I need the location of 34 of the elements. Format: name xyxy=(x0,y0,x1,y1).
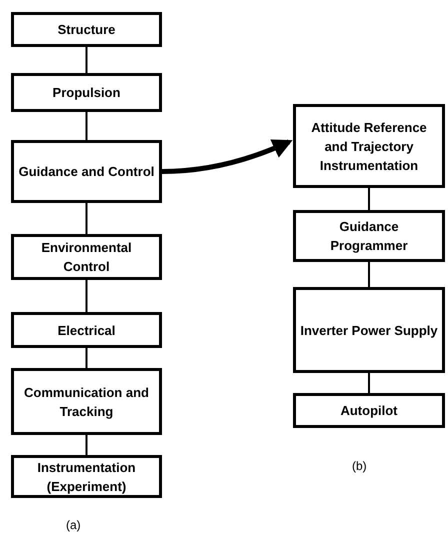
block-box xyxy=(11,234,162,280)
block-label: Instrumentation (Experiment) xyxy=(36,458,137,496)
connector-line xyxy=(86,280,88,312)
block-label: Structure xyxy=(58,21,116,39)
block-label: Guidance and Control xyxy=(18,163,154,181)
connector-line xyxy=(368,373,370,393)
connector-line xyxy=(86,112,88,140)
panel-label: (b) xyxy=(352,458,367,475)
connector-line xyxy=(368,262,370,287)
connector-line xyxy=(86,435,88,455)
connector-line xyxy=(368,188,370,210)
block-box xyxy=(293,210,445,262)
block-label: Electrical xyxy=(58,322,116,340)
block-box xyxy=(293,287,445,373)
block-box xyxy=(11,12,162,47)
block-box xyxy=(293,104,445,188)
block-label: Autopilot xyxy=(340,402,398,420)
connector-line xyxy=(86,203,88,234)
connector-line xyxy=(86,47,88,73)
block-box xyxy=(11,368,162,435)
block-box xyxy=(11,455,162,498)
block-box xyxy=(11,73,162,112)
block-label: Guidance Programmer xyxy=(329,218,409,255)
block-label: Environmental Control xyxy=(40,239,133,276)
block-label: Communication and Tracking xyxy=(23,384,150,420)
connector-line xyxy=(86,348,88,368)
panel-label: (a) xyxy=(66,517,81,534)
block-label: Propulsion xyxy=(52,84,120,102)
block-box xyxy=(293,393,445,428)
block-label: Attitude Reference and Trajectory Instrumentation xyxy=(310,118,428,174)
arrow xyxy=(162,139,293,174)
block-box xyxy=(11,312,162,348)
block-box xyxy=(11,140,162,203)
block-label: Inverter Power Supply xyxy=(300,322,438,340)
